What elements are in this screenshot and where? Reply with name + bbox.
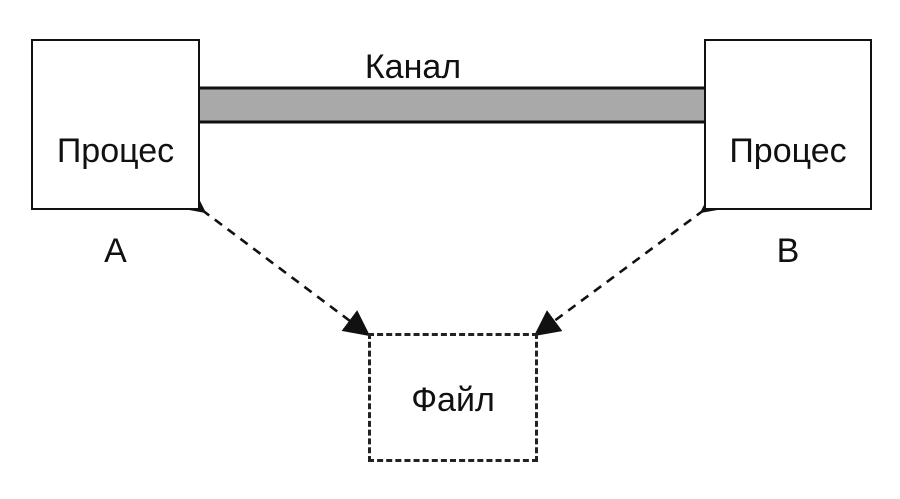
file-label: Файл xyxy=(411,381,495,419)
process-b-box xyxy=(704,39,872,210)
channel-label: Канал xyxy=(364,48,462,86)
process-b-line1: Процес xyxy=(729,132,847,170)
dashed-arrow-b-to-file xyxy=(533,187,729,337)
process-b-line2: B xyxy=(776,232,800,270)
process-a-label: Процес A xyxy=(31,76,200,276)
file-box xyxy=(368,333,538,462)
process-a-line1: Процес xyxy=(56,132,175,170)
dashed-arrow-a-to-file xyxy=(177,187,371,337)
process-b-label: Процес B xyxy=(704,76,872,276)
process-a-box xyxy=(31,39,200,210)
process-a-line2: A xyxy=(104,232,127,270)
channel-bar xyxy=(196,86,708,124)
